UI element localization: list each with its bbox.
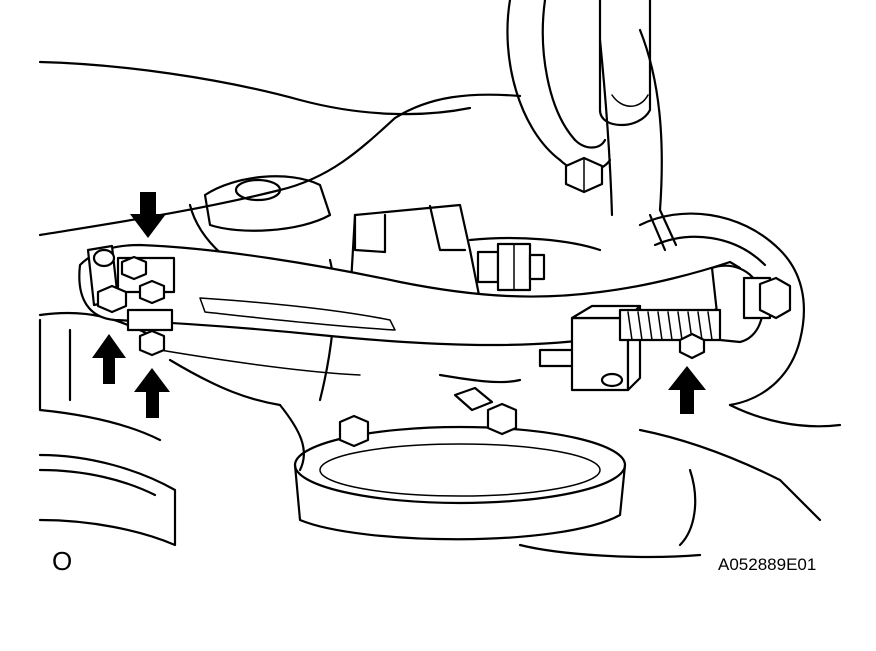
left-bolt-3 <box>138 279 166 305</box>
left-bolt-4 <box>138 329 166 357</box>
left-bolt-2 <box>120 255 148 281</box>
center-bolt <box>476 242 546 292</box>
threaded-rod <box>618 308 722 342</box>
figure-code: A052889E01 <box>718 555 817 574</box>
hose <box>506 0 612 173</box>
lower-links <box>168 358 522 472</box>
turnbuckle <box>538 304 722 392</box>
upper-right-bolt <box>564 156 604 194</box>
lower-bolt-2 <box>486 402 518 436</box>
left-bolt-1 <box>96 284 128 314</box>
lower-right-body <box>518 403 842 559</box>
right-bushing <box>710 264 792 344</box>
arrow-up-center <box>134 368 170 418</box>
arrow-up-right <box>668 366 706 414</box>
exhaust-pipe <box>598 0 652 127</box>
view-label: O <box>52 546 73 576</box>
lower-clip <box>453 386 494 412</box>
brake-drum <box>293 425 627 541</box>
arrow-up-left <box>92 334 126 384</box>
right-hose <box>638 208 806 407</box>
arrow-down <box>130 192 166 238</box>
lower-bolt-1 <box>338 414 370 448</box>
lower-left-cylinder <box>38 318 177 547</box>
